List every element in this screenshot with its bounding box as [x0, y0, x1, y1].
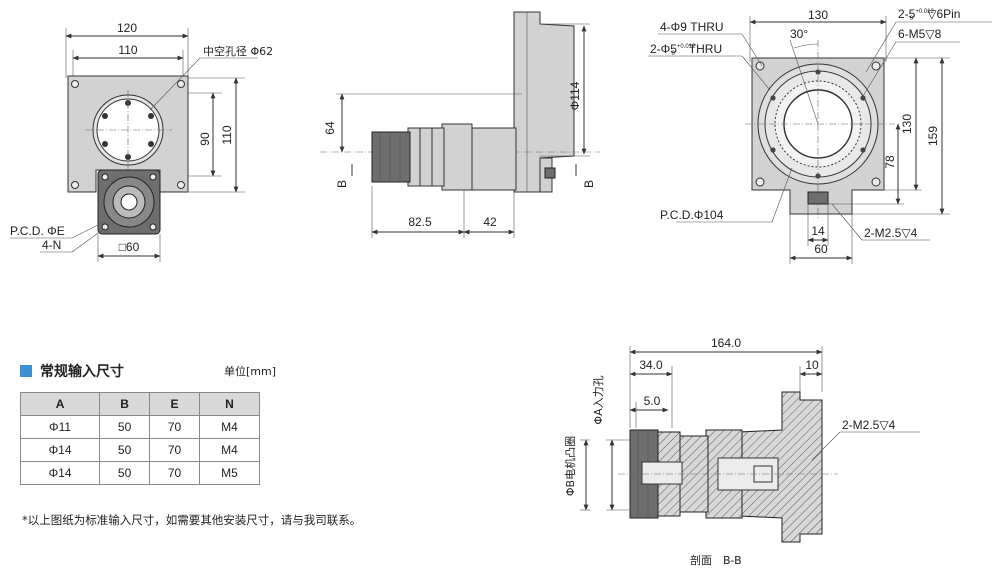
col-n: N — [198, 392, 261, 416]
col-b: B — [99, 392, 151, 416]
col-a: A — [19, 392, 101, 416]
m2-5-label: 2-M2.5▽4 — [864, 226, 918, 240]
input-dimension-table-block: 常规输入尺寸 单位[mm] A B E N Φ11 50 70 M4 Φ14 5… — [19, 358, 280, 485]
dim-64: 64 — [323, 121, 337, 135]
m5-label: 6-M5▽8 — [898, 27, 942, 41]
dim-phi114: Φ114 — [568, 81, 582, 110]
cell: 50 — [99, 415, 151, 439]
cell: M5 — [198, 461, 261, 485]
col-e: E — [149, 392, 200, 416]
dim-159: 159 — [926, 126, 940, 146]
table-header-row: 常规输入尺寸 单位[mm] — [20, 358, 280, 384]
front-view: 120 110 中空孔径 Φ62 90 110 — [10, 21, 273, 262]
section-mark-right: B — [582, 180, 596, 188]
dim-82-5: 82.5 — [408, 215, 432, 229]
blue-square-icon — [20, 365, 32, 377]
hollow-diameter-label: 中空孔径 Φ62 — [203, 44, 273, 58]
table-row: Φ14 50 70 M5 — [19, 461, 261, 485]
table-row: Φ14 50 70 M4 — [19, 438, 261, 462]
cell: M4 — [198, 438, 261, 462]
thru-9-label: 4-Φ9 THRU — [660, 20, 724, 34]
side-view: 64 Φ114 B B 82.5 42 — [320, 11, 600, 238]
cell: 50 — [99, 438, 151, 462]
dim-90: 90 — [198, 132, 212, 146]
cell: Φ11 — [19, 415, 101, 439]
dim-110-vertical: 110 — [220, 125, 234, 144]
n-holes-label: 4-N — [42, 238, 61, 252]
table-header: A B E N — [19, 392, 261, 416]
pcd-e-label: P.C.D. ΦE — [10, 224, 65, 238]
dimension-table: A B E N Φ11 50 70 M4 Φ14 50 70 M4 Φ14 50 — [19, 392, 261, 485]
phi-a-label: ΦA入力孔 — [592, 375, 605, 424]
dim-110: 110 — [118, 43, 137, 57]
dim-164: 164.0 — [711, 336, 741, 350]
dim-square-60: □60 — [119, 240, 140, 254]
unit-label: 单位[mm] — [223, 365, 276, 378]
dim-5: 5.0 — [644, 394, 661, 408]
cell: 70 — [149, 415, 200, 439]
dim-78: 78 — [883, 155, 897, 169]
table-row: Φ11 50 70 M4 — [19, 415, 261, 439]
cell: Φ14 — [19, 461, 101, 485]
dim-14: 14 — [811, 224, 825, 238]
section-m2-5-label: 2-M2.5▽4 — [842, 418, 896, 432]
table-title: 常规输入尺寸 — [40, 364, 124, 380]
section-title: 剖面 B-B — [690, 553, 742, 567]
dim-130-side: 130 — [900, 114, 914, 134]
dim-34: 34.0 — [639, 358, 663, 372]
dim-10: 10 — [805, 358, 819, 372]
section-mark-left: B — [335, 180, 349, 188]
dim-60: 60 — [814, 242, 828, 256]
section-view: 164.0 34.0 10 5.0 ΦA入力孔 ΦB电机凸圈 2-M2 — [563, 336, 920, 567]
cell: 70 — [149, 461, 200, 485]
cell: 50 — [99, 461, 151, 485]
phi-b-label: ΦB电机凸圈 — [563, 436, 577, 496]
dim-120: 120 — [117, 21, 137, 35]
angle-30: 30° — [790, 27, 808, 41]
cell: 70 — [149, 438, 200, 462]
cell: M4 — [198, 415, 261, 439]
cell: Φ14 — [19, 438, 101, 462]
dim-130-top: 130 — [808, 8, 828, 22]
dim-42: 42 — [483, 215, 497, 229]
footnote: *以上图纸为标准输入尺寸，如需要其他安装尺寸，请与我司联系。 — [22, 513, 362, 527]
pcd-104-label: P.C.D.Φ104 — [660, 208, 724, 222]
